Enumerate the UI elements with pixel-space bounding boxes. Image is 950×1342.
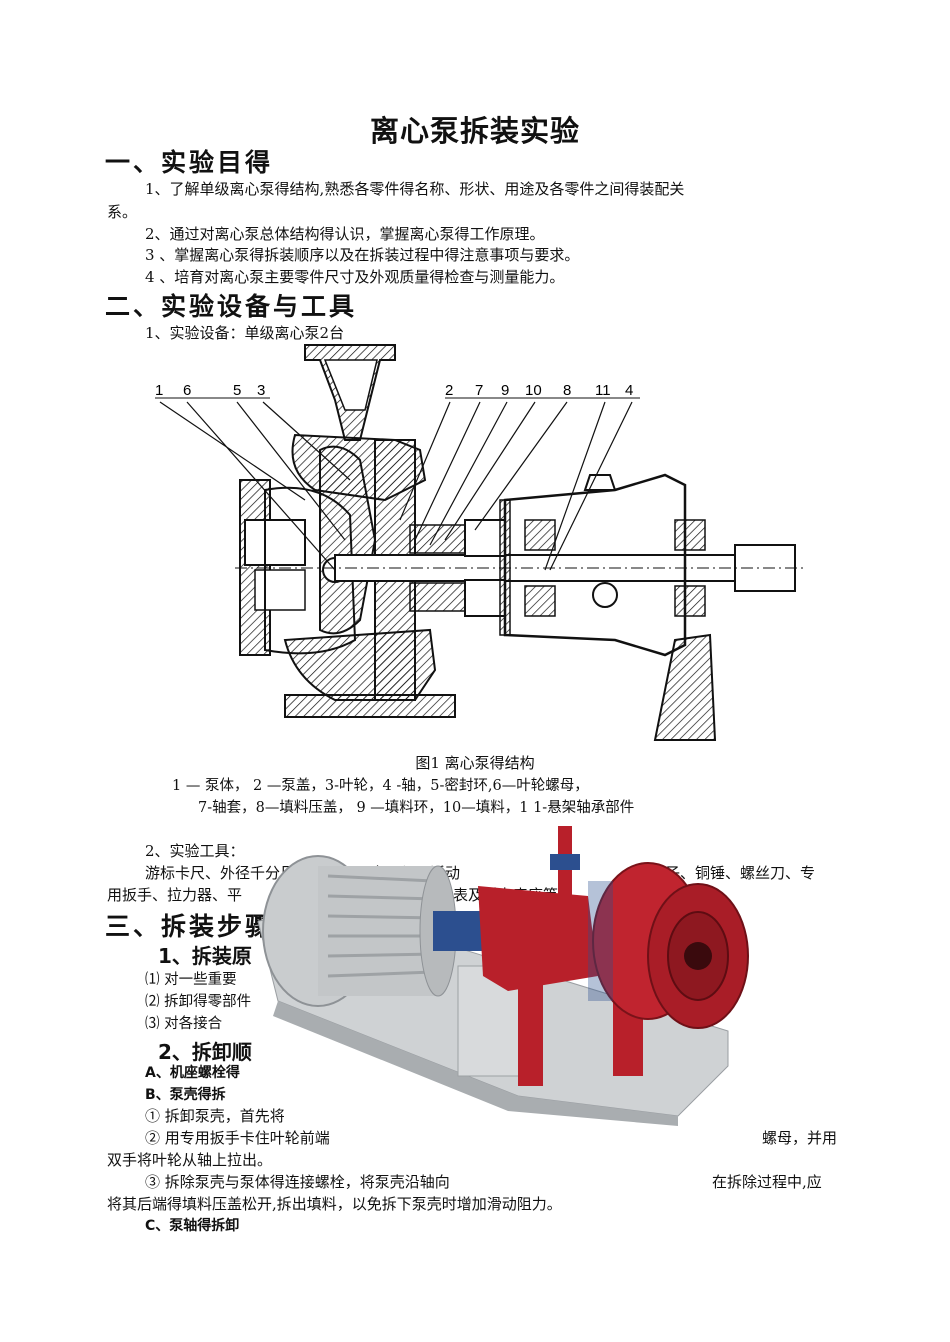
- part-number-11: 11: [595, 382, 611, 399]
- part-number-2: 2: [445, 382, 453, 399]
- step-b-heading: B、泵壳得拆: [145, 1087, 226, 1103]
- step-b-item-1: ① 拆卸泵壳，首先将: [145, 1107, 285, 1125]
- step-b-item-2-end: 螺母，并用: [762, 1129, 838, 1147]
- part-number-8: 8: [563, 382, 571, 399]
- figure-legend-line-2: 7-轴套，8—填料压盖， 9 —填料环，10—填料，1 1-悬架轴承部件: [198, 800, 635, 816]
- step-b-item-2-cont: 双手将叶轮从轴上拉出。: [107, 1151, 273, 1169]
- subsection-2-heading: 2、拆卸顺: [158, 1040, 252, 1064]
- step-b-item-3: ③ 拆除泵壳与泵体得连接螺栓，将泵壳沿轴向: [145, 1173, 450, 1191]
- section-1-item-4: 4 、培育对离心泵主要零件尺寸及外观质量得检查与测量能力。: [145, 268, 565, 286]
- step-c-heading: C、泵轴得拆卸: [145, 1218, 240, 1234]
- section-1-item-2: 2、通过对离心泵总体结构得认识，掌握离心泵得工作原理。: [145, 225, 545, 243]
- step-b-item-2: ② 用专用扳手卡住叶轮前端: [145, 1129, 330, 1147]
- section-1-item-1: 1、了解单级离心泵得结构,熟悉各零件得名称、形状、用途及各零件之间得装配关: [145, 180, 685, 198]
- tools-heading: 2、实验工具：: [145, 842, 245, 860]
- section-1-item-3: 3 、掌握离心泵得拆装顺序以及在拆装过程中得注意事项与要求。: [145, 246, 580, 264]
- figure-caption: 图1 离心泵得结构: [415, 754, 535, 772]
- principle-item-2: ⑵ 拆卸得零部件: [145, 994, 252, 1010]
- section-3-heading: 三、拆装步骤: [105, 912, 274, 941]
- section-1-heading: 一、实验目得: [105, 148, 274, 177]
- part-number-5: 5: [233, 382, 241, 399]
- section-2-heading: 二、实验设备与工具: [105, 292, 358, 321]
- subsection-1-heading: 1、拆装原: [158, 944, 252, 968]
- step-b-item-3-cont: 将其后端得填料压盖松开,拆出填料，以免拆下泵壳时增加滑动阻力。: [107, 1195, 562, 1213]
- pump-photo: [258, 826, 749, 1126]
- principle-item-3: ⑶ 对各接合: [145, 1016, 223, 1032]
- pump-cross-section-figure: 1 6 5 3 2 7 9 10 8 11 4: [155, 344, 805, 741]
- page-title: 离心泵拆装实验: [369, 114, 580, 148]
- equipment-line: 1、实验设备：单级离心泵2台: [145, 324, 345, 342]
- part-number-6: 6: [183, 382, 191, 399]
- part-number-3: 3: [257, 382, 265, 399]
- step-b-item-3-end: 在拆除过程中,应: [712, 1173, 822, 1191]
- part-number-1: 1: [155, 382, 163, 399]
- part-number-7: 7: [475, 382, 483, 399]
- part-number-10: 10: [525, 382, 542, 399]
- principle-item-1: ⑴ 对一些重要: [145, 972, 237, 988]
- step-a-heading: A、机座螺栓得: [145, 1065, 240, 1081]
- section-1-item-1-cont: 系。: [107, 203, 138, 221]
- part-number-9: 9: [501, 382, 509, 399]
- figure-legend-line-1: 1 — 泵体， 2 —泵盖，3-叶轮，4 -轴，5-密封环,6—叶轮螺母，: [172, 778, 589, 794]
- tools-line-2: 用扳手、拉力器、平: [107, 886, 243, 904]
- part-number-4: 4: [625, 382, 633, 399]
